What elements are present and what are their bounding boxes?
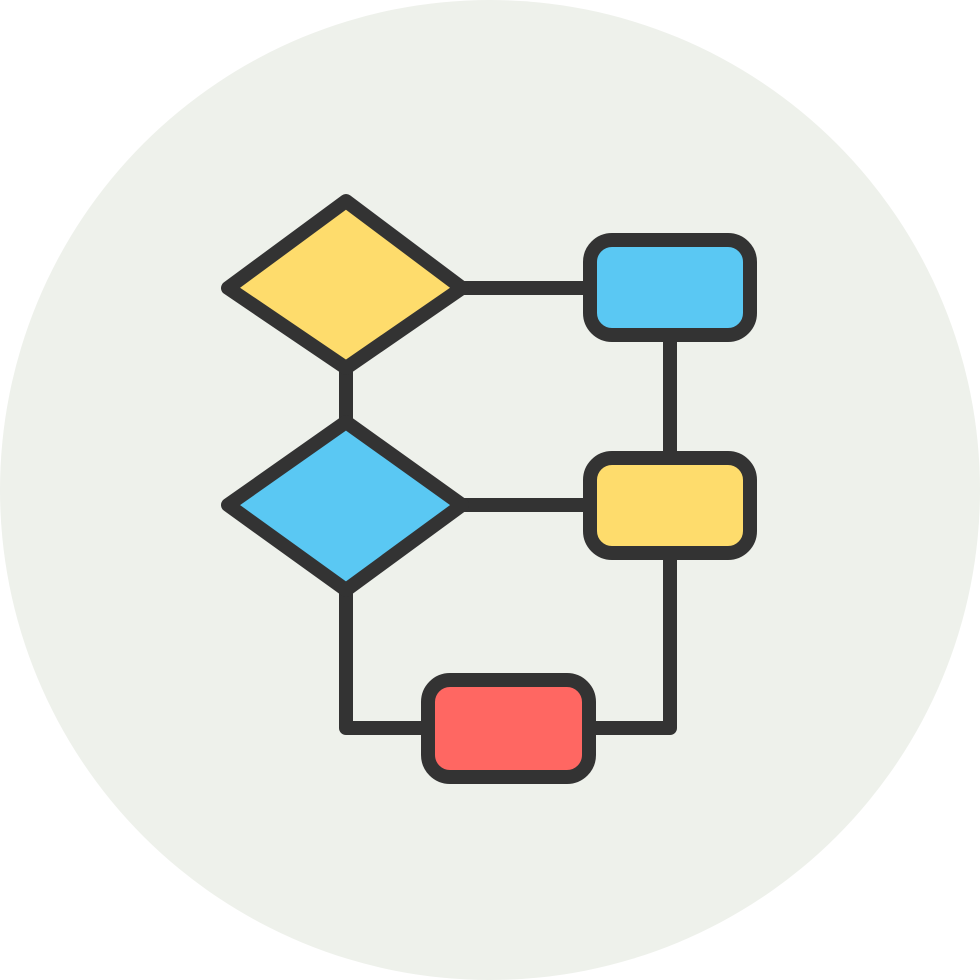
connector-middle-box-to-bottom-box (583, 545, 677, 735)
process-box-bottom (421, 673, 596, 784)
process-box-middle (583, 451, 757, 560)
process-box-top (583, 233, 757, 342)
connector-bottom-diamond-to-bottom-box (339, 578, 435, 735)
decision-diamond-bottom (221, 415, 469, 597)
decision-diamond-top (221, 194, 469, 375)
